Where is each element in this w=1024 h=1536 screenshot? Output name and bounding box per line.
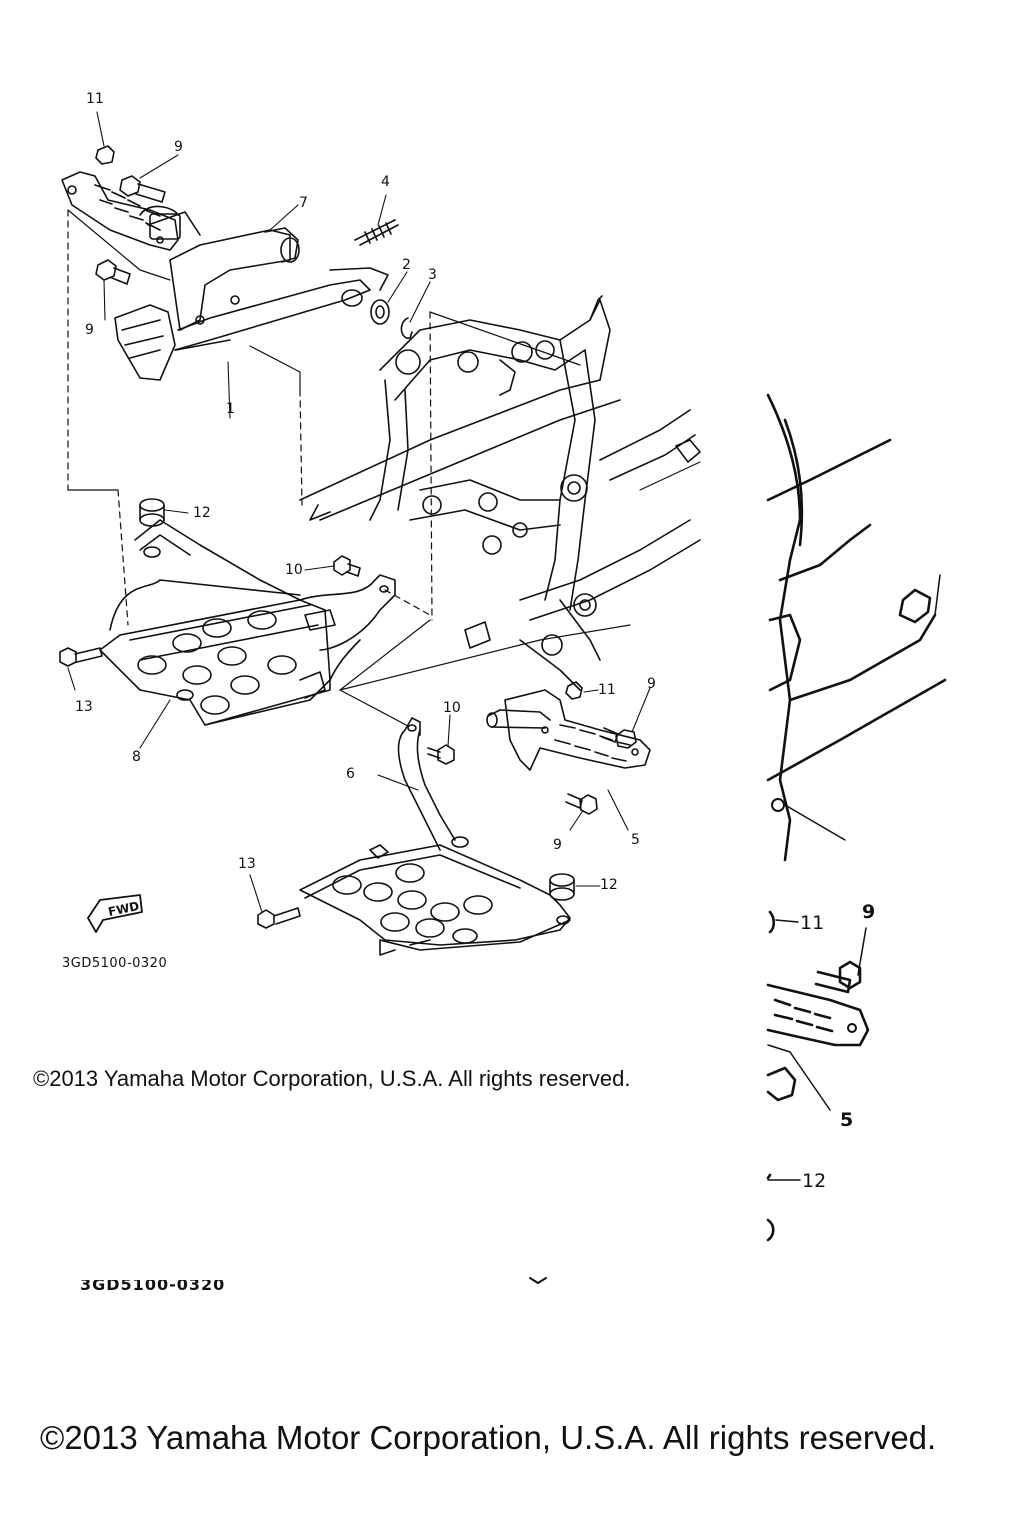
callout-9: 9 (553, 837, 562, 853)
callout-1: 1 (226, 401, 235, 417)
fwd-arrow (87, 894, 143, 933)
callout-10: 10 (285, 562, 303, 578)
zoom-callout-9: 9 (862, 901, 876, 923)
callout-4: 4 (381, 174, 390, 190)
callout-11: 11 (86, 91, 104, 107)
callout-7: 7 (299, 195, 308, 211)
leader-lines (67, 111, 651, 913)
callout-2: 2 (402, 257, 411, 273)
callout-9: 9 (174, 139, 183, 155)
zoom-callout-11: 11 (800, 912, 825, 934)
callout-13: 13 (238, 856, 256, 872)
drawing-code: 3GD5100-0320 (62, 956, 168, 971)
frame-drawing (299, 295, 701, 691)
callout-11: 11 (598, 682, 616, 698)
callout-10: 10 (443, 700, 461, 716)
callout-13: 13 (75, 699, 93, 715)
callout-9: 9 (647, 676, 656, 692)
left-footrest-drawing (61, 145, 181, 285)
brake-pedal-drawing (114, 211, 413, 381)
right-footrest-drawing (486, 681, 651, 815)
callout-6: 6 (346, 766, 355, 782)
callout-9: 9 (85, 322, 94, 338)
copyright-small: ©2013 Yamaha Motor Corporation, U.S.A. A… (33, 1066, 631, 1091)
zoom-callout-12: 12 (802, 1170, 827, 1192)
callout-12: 12 (193, 505, 211, 521)
skid-plate-lower-drawing (257, 717, 575, 956)
zoom-callout-5: 5 (840, 1109, 854, 1131)
zoom-drawing-code: 3GD5100-0320 (80, 1280, 226, 1294)
callout-3: 3 (428, 267, 437, 283)
copyright-large: ©2013 Yamaha Motor Corporation, U.S.A. A… (40, 1419, 937, 1456)
callout-12: 12 (600, 877, 618, 893)
callout-8: 8 (132, 749, 141, 765)
skid-plate-upper-drawing (59, 498, 396, 726)
zoom-drawing-code-clip: 3GD5100-0320 (80, 1280, 280, 1294)
callout-5: 5 (631, 832, 640, 848)
